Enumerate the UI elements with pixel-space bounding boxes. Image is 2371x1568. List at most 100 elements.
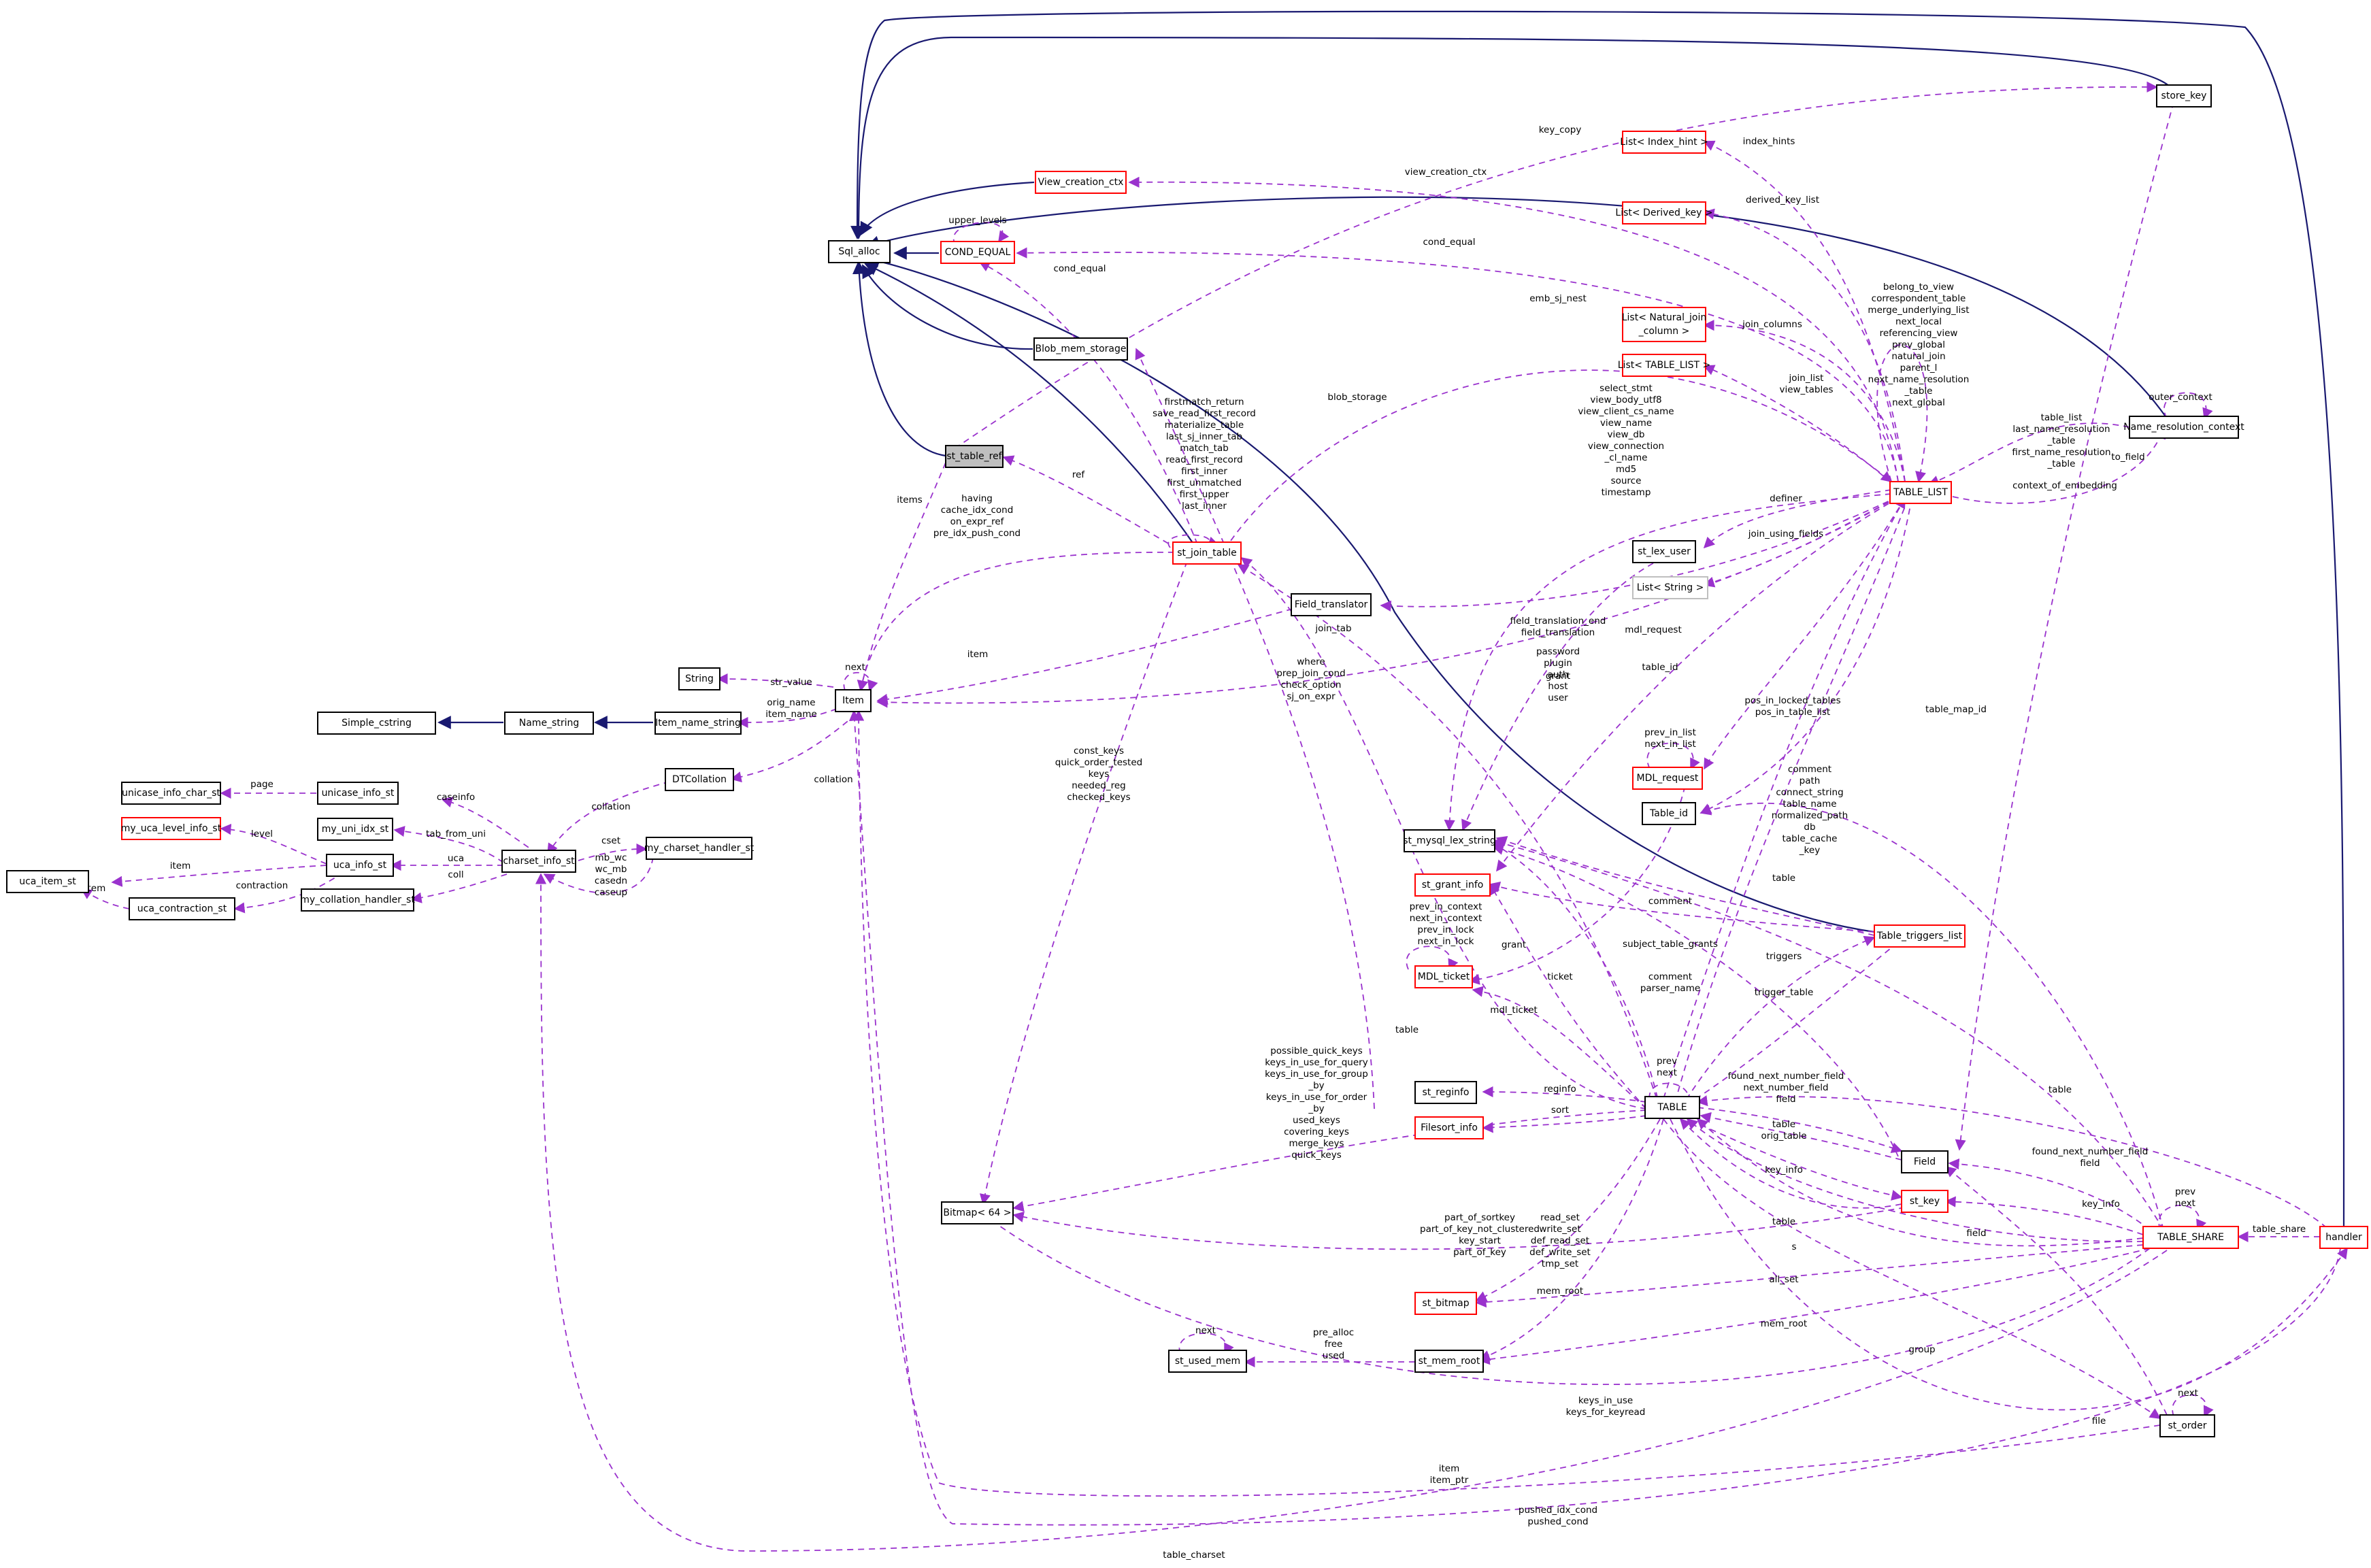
- node-st-mysql-lex-string[interactable]: st_mysql_lex_string: [1403, 829, 1496, 852]
- node-table-share[interactable]: TABLE_SHARE: [2142, 1226, 2239, 1249]
- label-line: read_set: [1540, 1212, 1580, 1223]
- edge-ticket-self: [1406, 946, 1459, 971]
- node-box: [1291, 593, 1372, 616]
- node-simple-cstring[interactable]: Simple_cstring: [317, 712, 436, 735]
- node-my-uca-level-info-st[interactable]: my_uca_level_info_st: [121, 817, 222, 840]
- label-line: comment: [1648, 971, 1692, 982]
- node-handler[interactable]: handler: [2319, 1226, 2368, 1249]
- node-st-join-table[interactable]: st_join_table: [1172, 541, 1242, 565]
- node-my-charset-handler-st[interactable]: my_charset_handler_st: [644, 837, 755, 860]
- node-my-uni-idx-st[interactable]: my_uni_idx_st: [317, 818, 393, 841]
- node-st-lex-user[interactable]: st_lex_user: [1632, 540, 1696, 563]
- node-mdl-request[interactable]: MDL_request: [1632, 767, 1703, 790]
- node-sql-alloc[interactable]: Sql_alloc: [828, 240, 891, 263]
- node-view-creation-ctx[interactable]: View_creation_ctx: [1035, 171, 1127, 194]
- edge-item-uca: [111, 865, 327, 887]
- node-list-table-list[interactable]: List< TABLE_LIST >: [1618, 354, 1711, 377]
- node-my-collation-handler-st[interactable]: my_collation_handler_st: [300, 888, 415, 912]
- edge-mdl-request: [1704, 497, 1906, 770]
- node-bitmap64[interactable]: Bitmap< 64 >: [941, 1201, 1014, 1224]
- node-label: Blob_mem_storage: [1035, 344, 1126, 354]
- label-line: used: [1323, 1350, 1344, 1361]
- label-line: next_in_context: [1410, 913, 1482, 924]
- edge-tl-self: [1876, 344, 1928, 483]
- node-table-triggers-list[interactable]: Table_triggers_list: [1874, 924, 1966, 948]
- node-list-index-hint[interactable]: List< Index_hint >: [1620, 131, 1708, 154]
- node-label: st_mem_root: [1419, 1356, 1480, 1367]
- label-join-tab: join_tab: [1314, 623, 1351, 634]
- node-string[interactable]: String: [678, 667, 720, 690]
- label-level: level: [251, 829, 273, 839]
- edge-bitmap-from-table: [1012, 1110, 1647, 1212]
- edge-mem-root: [1478, 1118, 1664, 1361]
- label-line: view_body_utf8: [1590, 395, 1661, 405]
- edge-triggers-sql-alloc: [866, 254, 1875, 933]
- node-charset-info-st[interactable]: charset_info_st: [501, 850, 576, 873]
- node-table-list[interactable]: TABLE_LIST: [1889, 481, 1952, 504]
- label-cond-equal-top: cond_equal: [1423, 237, 1475, 248]
- node-label: List< Natural_join: [1622, 312, 1707, 323]
- node-st-key[interactable]: st_key: [1901, 1190, 1949, 1213]
- node-table[interactable]: TABLE: [1644, 1096, 1700, 1119]
- node-uca-info-st[interactable]: uca_info_st: [326, 854, 394, 877]
- label-reginfo: reginfo: [1544, 1084, 1576, 1095]
- node-cond-equal[interactable]: COND_EQUAL: [940, 241, 1015, 264]
- node-st-reginfo[interactable]: st_reginfo: [1414, 1081, 1477, 1104]
- label-line: belong_to_view: [1883, 282, 1954, 293]
- node-blob-mem-storage[interactable]: Blob_mem_storage: [1033, 337, 1128, 361]
- node-unicase-info-st[interactable]: unicase_info_st: [317, 782, 399, 805]
- node-table-id[interactable]: Table_id: [1642, 802, 1696, 825]
- node-item[interactable]: Item: [835, 689, 872, 712]
- label-line: found_next_number_field: [1728, 1071, 1844, 1082]
- label-item-contraction: item: [85, 883, 106, 894]
- node-st-table-ref[interactable]: st_table_ref: [945, 445, 1004, 468]
- node-name-resolution-context[interactable]: Name_resolution_context: [2123, 416, 2244, 439]
- edge-sortkey: [1012, 1207, 1906, 1250]
- node-field[interactable]: Field: [1901, 1150, 1949, 1173]
- label-line: _by: [1308, 1103, 1324, 1114]
- node-st-bitmap[interactable]: st_bitmap: [1414, 1292, 1477, 1315]
- node-st-order[interactable]: st_order: [2159, 1414, 2215, 1437]
- edge-field-from-order: [1944, 1165, 2168, 1416]
- node-box: [945, 445, 1004, 468]
- node-store-key[interactable]: store_key: [2156, 84, 2212, 107]
- node-st-mem-root[interactable]: st_mem_root: [1414, 1350, 1484, 1373]
- label-line: field: [2080, 1158, 2100, 1169]
- label-line: connect_string: [1776, 787, 1843, 798]
- node-box: [665, 768, 734, 791]
- node-st-grant-info[interactable]: st_grant_info: [1414, 873, 1491, 897]
- node-box: [654, 712, 742, 735]
- node-list-derived-key[interactable]: List< Derived_key >: [1615, 201, 1713, 224]
- node-st-used-mem[interactable]: st_used_mem: [1168, 1350, 1247, 1373]
- node-list-string[interactable]: List< String >: [1632, 576, 1708, 599]
- node-label: Table_triggers_list: [1876, 931, 1963, 941]
- node-uca-contraction-st[interactable]: uca_contraction_st: [129, 897, 235, 920]
- node-item-name-string[interactable]: Item_name_string: [654, 712, 742, 735]
- label-line: check_option: [1281, 680, 1342, 690]
- edge-view-ctx-sql-alloc: [860, 181, 1035, 236]
- node-box: [1414, 965, 1473, 988]
- label-line: sj_on_expr: [1287, 691, 1336, 702]
- label-line: table: [1772, 1119, 1795, 1130]
- node-box: [1035, 171, 1127, 194]
- node-unicase-info-char-st[interactable]: unicase_info_char_st: [121, 782, 221, 805]
- label-line: const_keys: [1074, 746, 1124, 756]
- label-table-trig: table: [1772, 873, 1795, 884]
- node-filesort-info[interactable]: Filesort_info: [1414, 1116, 1484, 1139]
- label-mdl-request: mdl_request: [1625, 624, 1682, 635]
- node-field-translator[interactable]: Field_translator: [1291, 593, 1372, 616]
- node-name-string[interactable]: Name_string: [504, 712, 594, 735]
- node-list-natural-join[interactable]: List< Natural_join_column >: [1622, 307, 1707, 342]
- node-label: Simple_cstring: [342, 718, 412, 729]
- edge-mdl-self: [1646, 742, 1700, 770]
- node-dtcollation[interactable]: DTCollation: [665, 768, 734, 791]
- node-uca-item-st[interactable]: uca_item_st: [6, 870, 89, 893]
- node-mdl-ticket[interactable]: MDL_ticket: [1414, 965, 1473, 988]
- label-line: _key: [1799, 845, 1820, 856]
- label-line: password: [1536, 646, 1580, 657]
- edge-order-self: [2172, 1394, 2214, 1418]
- label-line: _by: [1308, 1080, 1324, 1091]
